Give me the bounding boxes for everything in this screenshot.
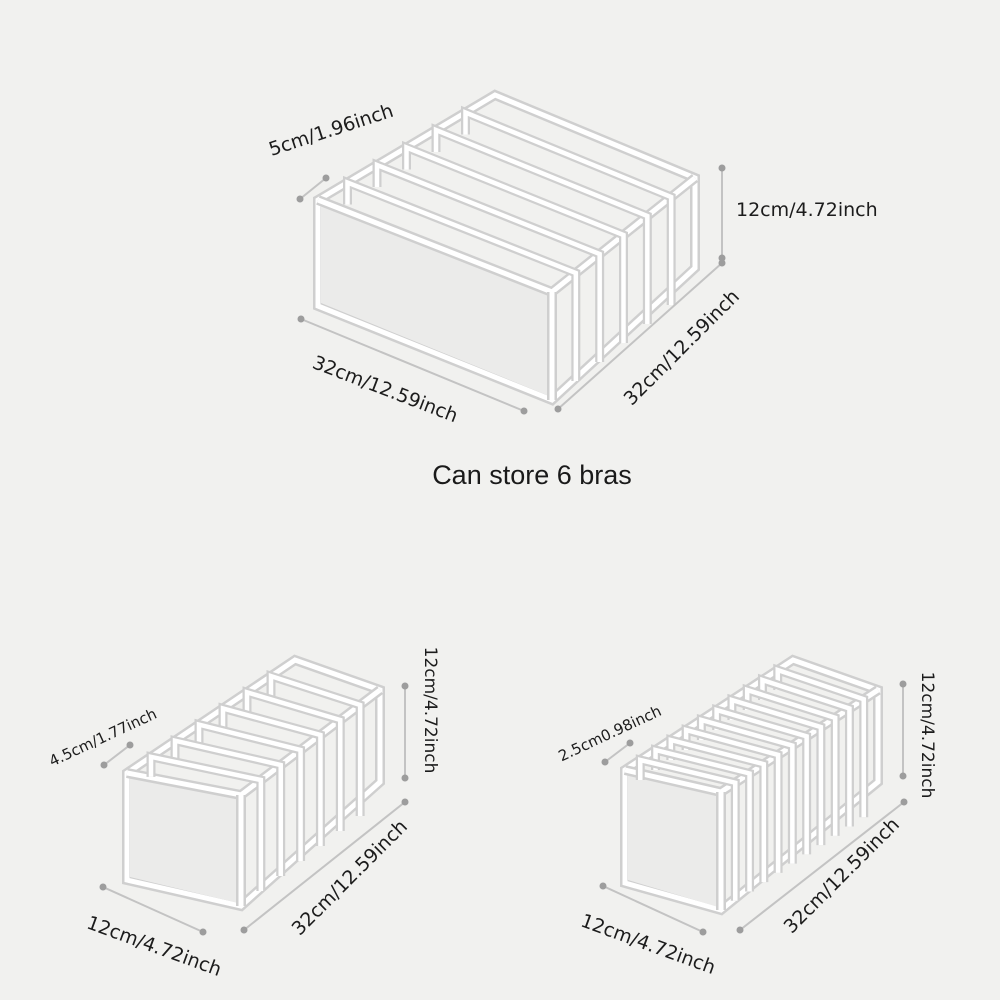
organizer-slim-frame <box>620 654 883 916</box>
divider-panel <box>268 673 363 816</box>
divider-panel <box>148 754 264 891</box>
organizer-large-frame <box>313 89 700 406</box>
width-label-large: 32cm/12.59inch <box>309 352 460 428</box>
divider-panel <box>638 757 738 901</box>
organizer-slim-dividers <box>635 663 869 901</box>
organizer-medium: 4.5cm/1.77inch 12cm/4.72inch 12cm/4.72in… <box>46 647 440 981</box>
height-label-medium: 12cm/4.72inch <box>420 647 440 774</box>
organizer-large: 5cm/1.96inch 12cm/4.72inch 32cm/12.59inc… <box>266 89 878 428</box>
spacing-label-large: 5cm/1.96inch <box>266 100 396 161</box>
divider-panel <box>404 144 626 343</box>
measure-height-medium: 12cm/4.72inch <box>401 647 440 782</box>
divider-panel <box>345 179 579 381</box>
capacity-caption: Can store 6 bras <box>432 460 632 490</box>
divider-panel <box>463 109 674 305</box>
depth-label-large: 32cm/12.59inch <box>620 286 744 410</box>
measure-height-slim: 12cm/4.72inch <box>899 672 937 799</box>
divider-panel <box>760 676 852 827</box>
divider-panel <box>172 737 283 876</box>
width-label-medium: 12cm/4.72inch <box>84 912 225 981</box>
divider-panel <box>196 721 303 861</box>
height-label-large: 12cm/4.72inch <box>736 199 878 221</box>
divider-panel <box>433 126 650 324</box>
measure-depth-medium: 32cm/12.59inch <box>240 798 412 940</box>
measure-height-large: 12cm/4.72inch <box>718 164 878 262</box>
organizer-medium-dividers <box>146 669 365 891</box>
organizer-large-dividers <box>343 105 676 381</box>
width-label-slim: 12cm/4.72inch <box>578 910 719 979</box>
organizer-medium-frame <box>122 654 385 912</box>
depth-label-medium: 32cm/12.59inch <box>288 816 412 940</box>
depth-label-slim: 32cm/12.59inch <box>780 814 904 938</box>
divider-panel <box>220 705 323 846</box>
organizer-slim: 2.5cm0.98inch 12cm/4.72inch 12cm/4.72inc… <box>556 654 937 979</box>
divider-panel <box>374 161 602 362</box>
divider-panel <box>775 666 866 818</box>
divider-panel <box>244 689 343 831</box>
height-label-slim: 12cm/4.72inch <box>917 672 937 799</box>
